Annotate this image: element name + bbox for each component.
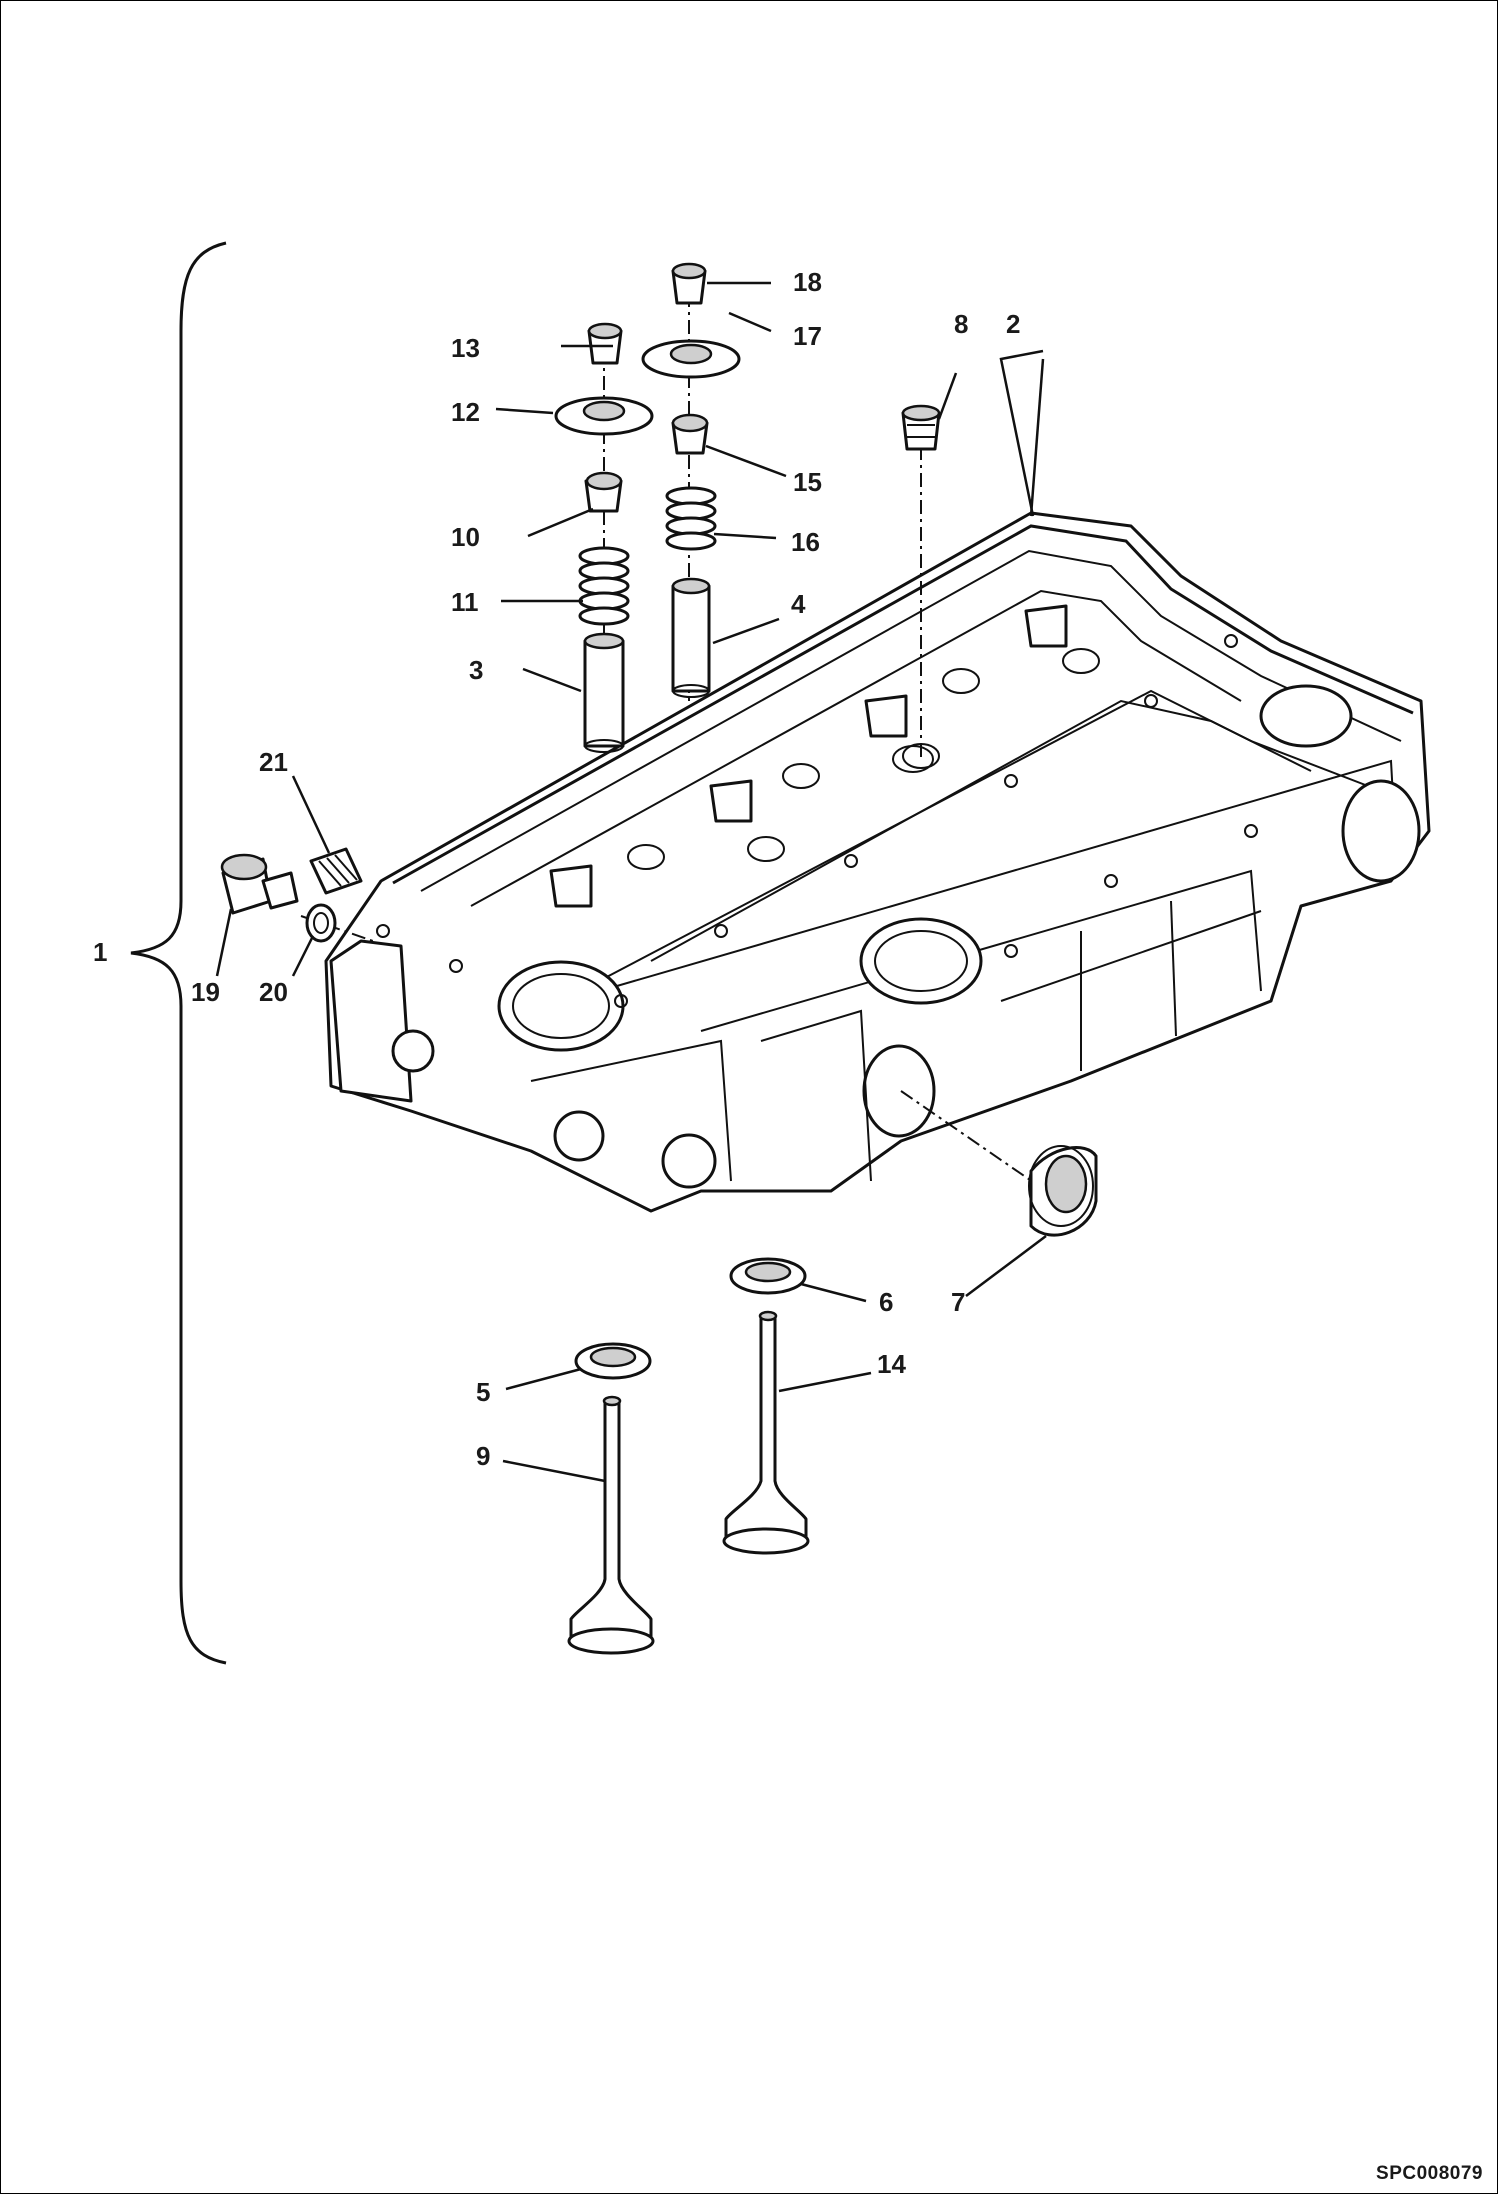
callout-7: 7 xyxy=(951,1287,965,1317)
part-20-sealing-washer xyxy=(305,903,337,943)
part-21-threaded-plug xyxy=(309,847,363,895)
callout-18: 18 xyxy=(793,267,822,297)
callout-15: 15 xyxy=(793,467,822,497)
part-12-spring-retainer xyxy=(554,396,654,436)
part-5-valve-seat xyxy=(574,1342,652,1380)
part-7-sleeve xyxy=(1028,1145,1098,1237)
part-11-valve-spring xyxy=(578,546,630,626)
callout-12: 12 xyxy=(451,397,480,427)
callout-21: 21 xyxy=(259,747,288,777)
callout-9: 9 xyxy=(476,1441,490,1471)
part-10-valve-stem-seal xyxy=(584,471,623,513)
callout-5: 5 xyxy=(476,1377,490,1407)
callout-8: 8 xyxy=(954,309,968,339)
callout-17: 17 xyxy=(793,321,822,351)
part-14-exhaust-valve xyxy=(722,1310,810,1555)
callout-19: 19 xyxy=(191,977,220,1007)
part-9-intake-valve xyxy=(567,1395,655,1655)
callout-4: 4 xyxy=(791,589,806,619)
part-19-plug-bolt xyxy=(220,853,299,915)
part-13-valve-keeper xyxy=(587,322,623,365)
callout-11: 11 xyxy=(451,587,479,617)
callout-2: 2 xyxy=(1006,309,1020,339)
callout-3: 3 xyxy=(469,655,483,685)
part-4-valve-guide xyxy=(671,577,711,698)
drawing-reference-code: SPC008079 xyxy=(1376,2163,1483,2184)
callout-20: 20 xyxy=(259,977,288,1007)
cylinder-head xyxy=(324,511,1431,1213)
part-8-plug xyxy=(901,404,941,451)
callout-10: 10 xyxy=(451,522,480,552)
part-3-valve-guide xyxy=(583,632,625,753)
callout-16: 16 xyxy=(791,527,820,557)
part-18-valve-keeper xyxy=(671,262,707,305)
part-17-spring-retainer xyxy=(641,339,741,379)
part-6-valve-seat xyxy=(729,1257,807,1295)
group-brace xyxy=(130,241,227,1665)
part-15-valve-stem-seal xyxy=(671,413,709,455)
part-16-valve-spring xyxy=(665,486,717,551)
callout-1: 1 xyxy=(93,937,107,967)
callout-13: 13 xyxy=(451,333,480,363)
callout-14: 14 xyxy=(877,1349,906,1379)
callout-6: 6 xyxy=(879,1287,893,1317)
